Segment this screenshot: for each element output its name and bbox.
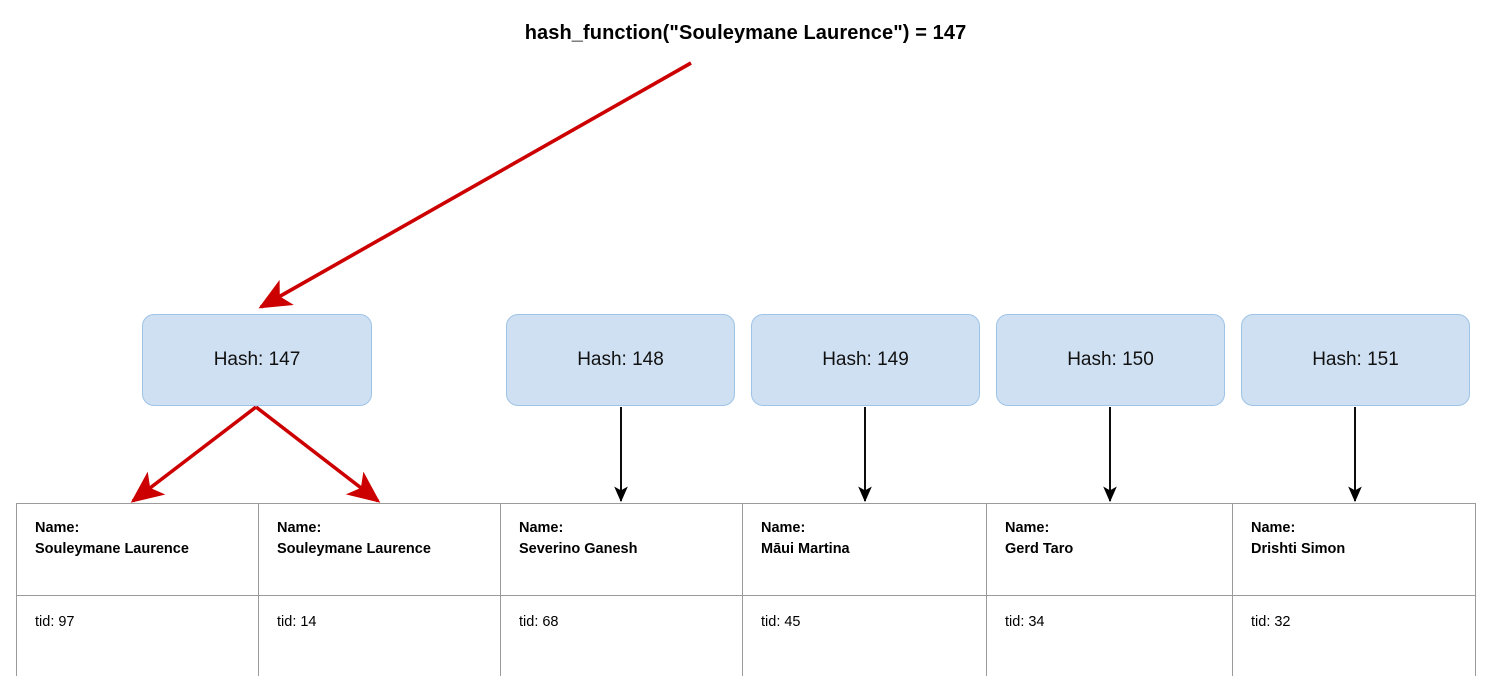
arrow-hash147-to-entry-1	[130, 405, 258, 503]
entry-5-name-label: Name:	[1005, 520, 1050, 536]
hash-bucket-148-label: Hash: 148	[577, 349, 664, 370]
entry-3-name-label: Name:	[519, 520, 564, 536]
entry-2-tid-cell[interactable]: tid: 14	[258, 595, 501, 676]
entry-5-tid-cell[interactable]: tid: 34	[986, 595, 1233, 676]
entry-5-name-value: Gerd Taro	[1005, 540, 1074, 557]
entry-6-name-cell[interactable]: Name: Drishti Simon	[1232, 503, 1476, 596]
entry-4-name-cell[interactable]: Name: Māui Martina	[742, 503, 987, 596]
entry-3-name-value: Severino Ganesh	[519, 540, 638, 557]
entry-4-name-value: Māui Martina	[761, 540, 850, 557]
hash-bucket-150[interactable]: Hash: 150	[996, 314, 1225, 406]
hash-bucket-147[interactable]: Hash: 147	[142, 314, 372, 406]
arrow-title-to-hash147	[258, 61, 692, 309]
hash-bucket-147-label: Hash: 147	[213, 349, 301, 370]
entry-1-name-cell[interactable]: Name: Souleymane Laurence	[16, 503, 259, 596]
entry-6-tid-cell[interactable]: tid: 32	[1232, 595, 1476, 676]
entry-1-tid-cell[interactable]: tid: 97	[16, 595, 259, 676]
bucket-entries-table: Name: Souleymane Laurence Name: Souleyma…	[16, 503, 1476, 676]
entry-6-name-label: Name:	[1251, 520, 1296, 536]
table-row-tids: tid: 97 tid: 14 tid: 68 tid: 45 tid: 34 …	[16, 595, 1476, 676]
hash-bucket-149-label: Hash: 149	[822, 349, 909, 370]
hash-bucket-151-label: Hash: 151	[1312, 349, 1399, 370]
entry-1-name-value: Souleymane Laurence	[35, 540, 189, 557]
entry-1-name-label: Name:	[35, 520, 80, 536]
entry-6-name-value: Drishti Simon	[1251, 540, 1346, 557]
entry-5-name-cell[interactable]: Name: Gerd Taro	[986, 503, 1233, 596]
entry-4-name-label: Name:	[761, 520, 806, 536]
entry-2-name-value: Souleymane Laurence	[277, 540, 431, 557]
entry-3-name-cell[interactable]: Name: Severino Ganesh	[500, 503, 743, 596]
entry-2-name-label: Name:	[277, 520, 322, 536]
entry-2-name-cell[interactable]: Name: Souleymane Laurence	[258, 503, 501, 596]
hash-bucket-148[interactable]: Hash: 148	[506, 314, 735, 406]
entry-3-tid-cell[interactable]: tid: 68	[500, 595, 743, 676]
hash-bucket-151[interactable]: Hash: 151	[1241, 314, 1470, 406]
hash-bucket-149[interactable]: Hash: 149	[751, 314, 980, 406]
arrow-hash147-to-entry-2	[254, 405, 381, 503]
entry-4-tid-cell[interactable]: tid: 45	[742, 595, 987, 676]
page-title: hash_function("Souleymane Laurence") = 1…	[524, 22, 967, 44]
hash-bucket-150-label: Hash: 150	[1067, 349, 1154, 370]
table-row-names: Name: Souleymane Laurence Name: Souleyma…	[16, 503, 1476, 596]
